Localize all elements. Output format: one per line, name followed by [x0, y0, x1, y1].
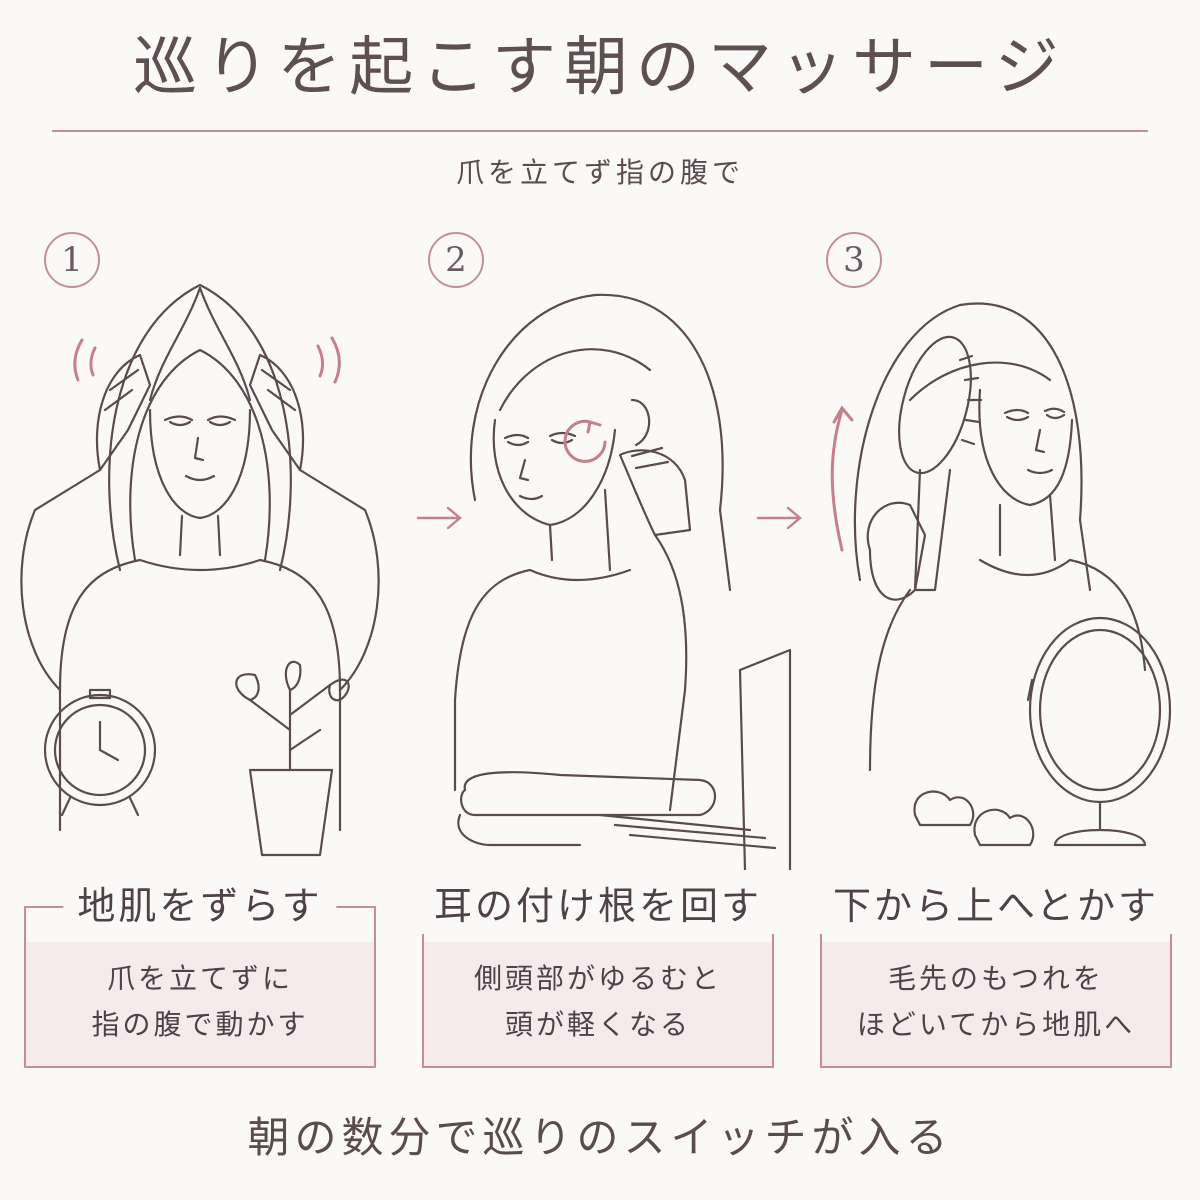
step-2-title: 耳の付け根を回す [419, 878, 777, 934]
mirror-icon [1026, 616, 1172, 847]
towel-icon [457, 771, 777, 850]
step-3-illustration [830, 302, 1172, 847]
plant-icon [235, 660, 350, 857]
step-1-number: 1 [44, 232, 100, 288]
step-3-line-2: ほどいてから地肌へ [856, 1008, 1136, 1041]
step-1-card: 地肌をずらす 爪を立てずに 指の腹で動かす [24, 878, 376, 1068]
step-2-card: 耳の付け根を回す 側頭部がゆるむと 頭が軽くなる [419, 878, 777, 1068]
arrow-right-icon [756, 506, 802, 530]
step-2-line-1: 側頭部がゆるむと [473, 962, 722, 995]
arrow-right-icon [416, 506, 462, 530]
up-arrow-icon [830, 405, 854, 552]
step-1-title: 地肌をずらす [63, 878, 337, 934]
step-1-line-2: 指の腹で動かす [91, 1008, 309, 1041]
step-2-illustration [453, 293, 792, 870]
step-3-line-1: 毛先のもつれを [888, 962, 1104, 995]
step-2-number: 2 [428, 232, 484, 288]
title-divider [52, 130, 1148, 132]
footer-message: 朝の数分で巡りのスイッチが入る [247, 1113, 953, 1162]
hair-clip-icon [913, 790, 1035, 847]
step-1-illustration [20, 283, 380, 857]
page-subtitle: 爪を立てず指の腹で [455, 156, 744, 189]
page-title: 巡りを起こす朝のマッサージ [133, 31, 1067, 105]
step-1-line-1: 爪を立てずに [106, 962, 293, 995]
step-2-line-2: 頭が軽くなる [504, 1008, 691, 1041]
step-3-title: 下から上へとかす [818, 878, 1174, 934]
step-3-card: 下から上へとかす 毛先のもつれを ほどいてから地肌へ [818, 878, 1174, 1068]
step-3-number: 3 [826, 232, 882, 288]
hairbrush-icon [898, 335, 983, 592]
clock-icon [43, 688, 157, 817]
